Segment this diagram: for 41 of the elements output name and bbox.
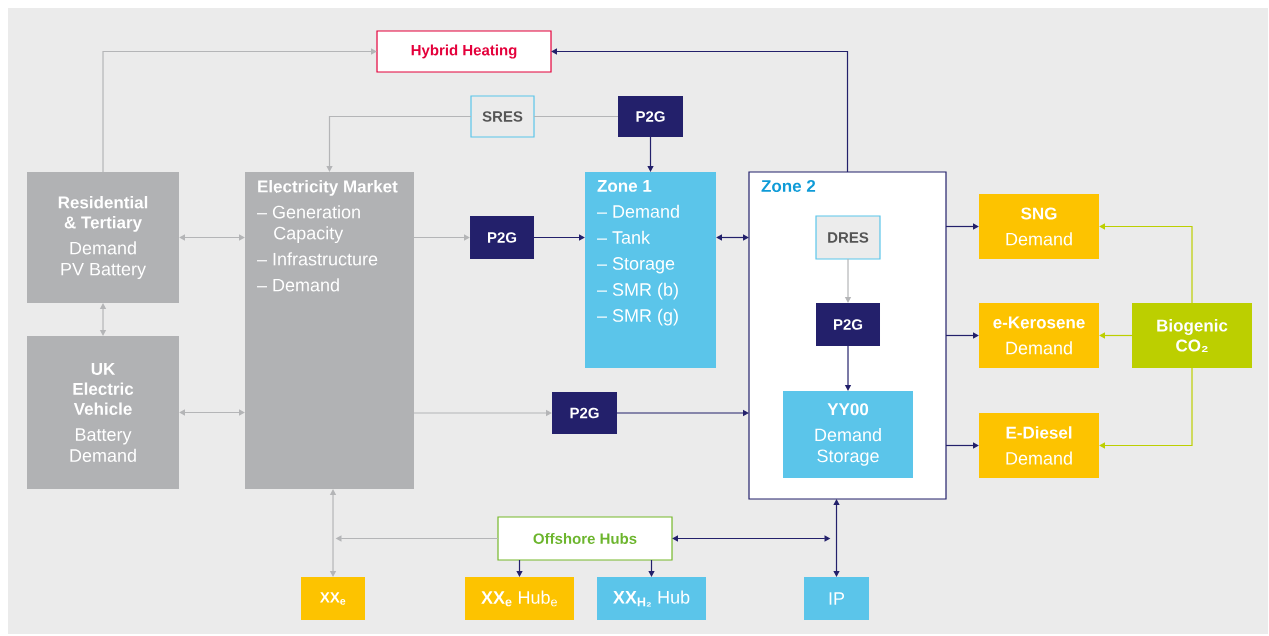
arrow <box>716 234 749 241</box>
process-box: Electricity Market – Generation Capacity – Infrastructure – Demand <box>245 172 414 489</box>
process-box: P2G <box>618 96 683 137</box>
arrow <box>1099 367 1193 449</box>
process-box: P2G <box>552 392 617 434</box>
arrow <box>833 499 840 577</box>
arrow <box>102 48 377 173</box>
arrow <box>99 303 107 336</box>
output-box: IP <box>804 577 869 620</box>
demand-box: E-Diesel Demand <box>979 413 1099 478</box>
arrow <box>326 115 472 172</box>
arrow <box>551 48 849 173</box>
source-box: Biogenic CO₂ <box>1132 303 1252 368</box>
arrow <box>329 489 337 577</box>
arrow <box>179 234 245 241</box>
arrow <box>647 136 654 172</box>
arrow <box>179 409 245 416</box>
process-box: P2G <box>470 216 534 259</box>
label-box: SRES <box>470 95 535 138</box>
hub-box: Offshore Hubs <box>497 516 673 561</box>
demand-box: SNG Demand <box>979 194 1099 259</box>
process-box: YY00 Demand Storage <box>783 391 913 478</box>
label-box: DRES <box>815 215 881 260</box>
arrow <box>945 223 979 230</box>
output-box: XX$_{H₂}$ Hub <box>597 577 706 620</box>
arrow <box>1099 223 1193 304</box>
process-box: P2G <box>816 303 880 346</box>
arrow <box>648 559 655 577</box>
demand-box: e-Kerosene Demand <box>979 303 1099 368</box>
process-box: Zone 1 – Demand – Tank – Storage – SMR (b) – SMR (g) <box>585 172 716 368</box>
process-box: UK Electric Vehicle Battery Demand <box>27 336 179 489</box>
arrow <box>516 559 523 577</box>
arrow <box>413 234 470 241</box>
arrow <box>1099 332 1133 339</box>
output-box: XX$_{e}$ Hub$_{e}$ <box>465 577 574 620</box>
arrow <box>945 332 979 339</box>
output-box: XX$_{e}$ <box>301 577 365 620</box>
label-box: Hybrid Heating <box>376 30 552 73</box>
process-box: Residential & Tertiary Demand PV Battery <box>27 172 179 303</box>
arrow <box>533 234 585 241</box>
arrow <box>945 442 979 449</box>
